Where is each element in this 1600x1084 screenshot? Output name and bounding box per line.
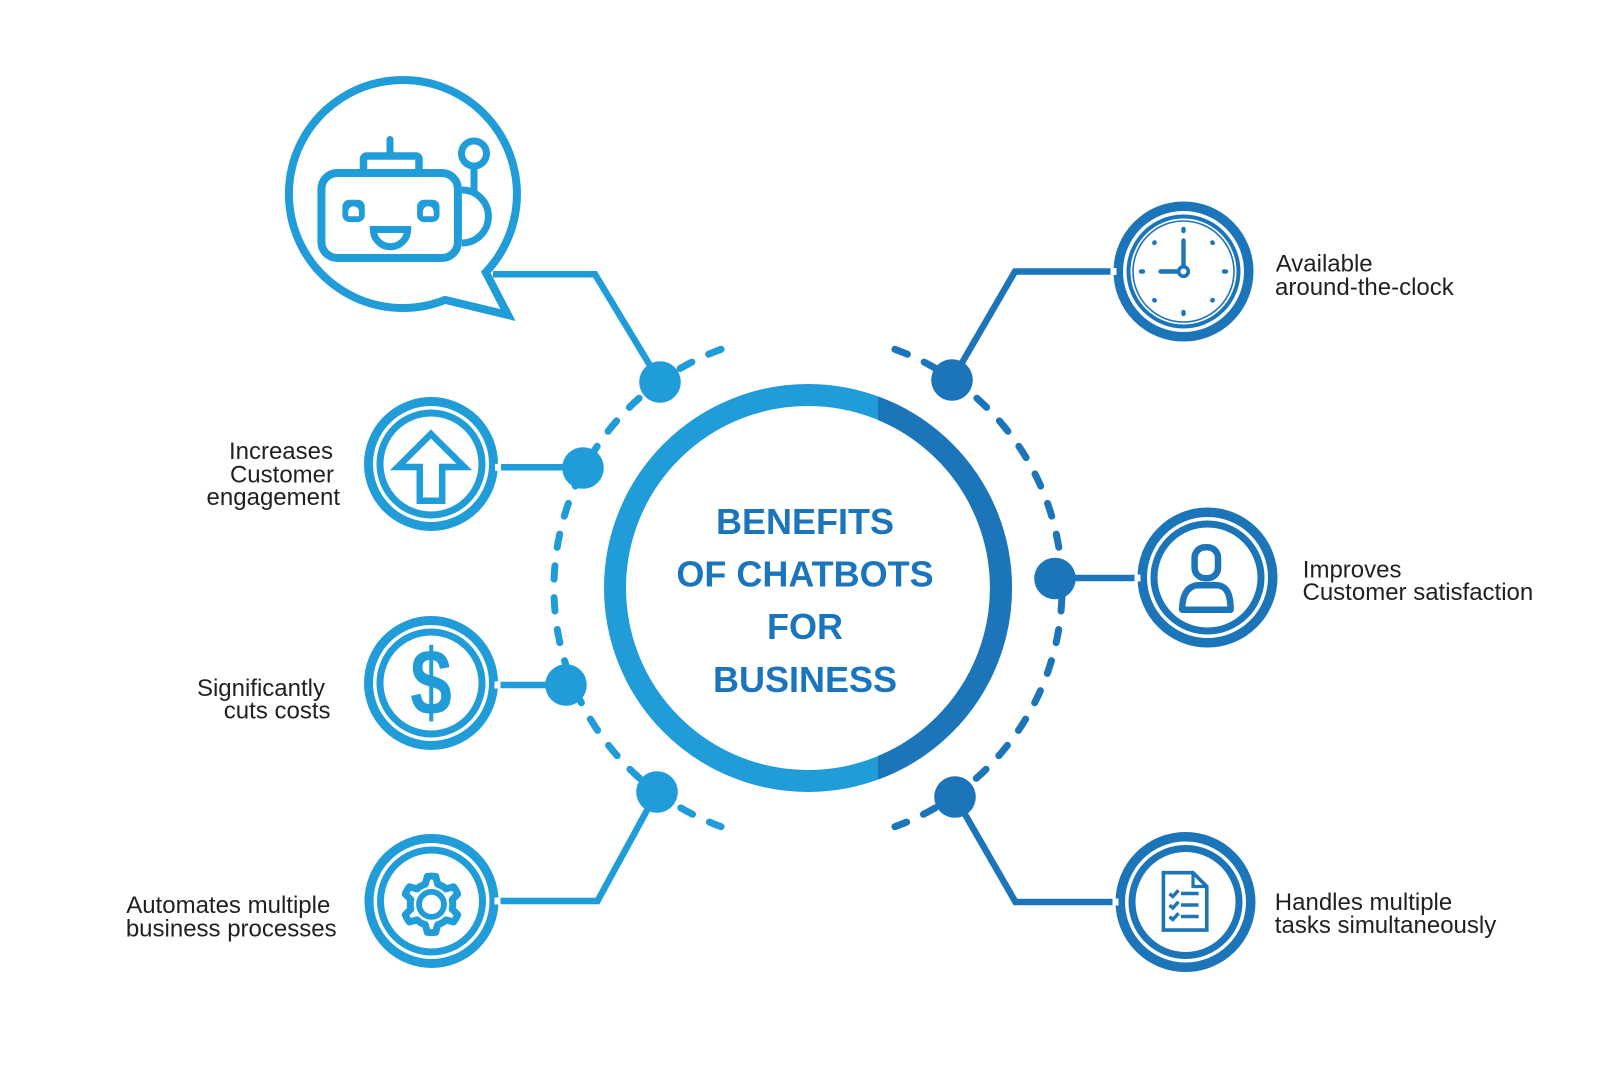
svg-text:engagement: engagement xyxy=(207,484,341,511)
svg-text:Available: Available xyxy=(1276,251,1373,278)
svg-text:around-the-clock: around-the-clock xyxy=(1275,274,1455,301)
svg-text:Automates multiple: Automates multiple xyxy=(126,892,330,919)
svg-text:FOR: FOR xyxy=(767,606,843,647)
svg-text:Increases: Increases xyxy=(229,438,333,465)
svg-text:Customer satisfaction: Customer satisfaction xyxy=(1303,579,1534,606)
svg-text:cuts costs: cuts costs xyxy=(224,698,331,725)
svg-text:tasks simultaneously: tasks simultaneously xyxy=(1275,912,1496,939)
svg-text:OF CHATBOTS: OF CHATBOTS xyxy=(676,554,933,595)
svg-text:$: $ xyxy=(410,629,452,734)
svg-text:Handles multiple: Handles multiple xyxy=(1275,889,1452,916)
svg-text:business processes: business processes xyxy=(126,915,337,942)
svg-text:BENEFITS: BENEFITS xyxy=(716,501,894,542)
svg-text:Improves: Improves xyxy=(1303,556,1402,583)
svg-text:BUSINESS: BUSINESS xyxy=(713,659,897,700)
svg-text:Customer: Customer xyxy=(230,461,334,488)
svg-text:Significantly: Significantly xyxy=(197,675,325,702)
